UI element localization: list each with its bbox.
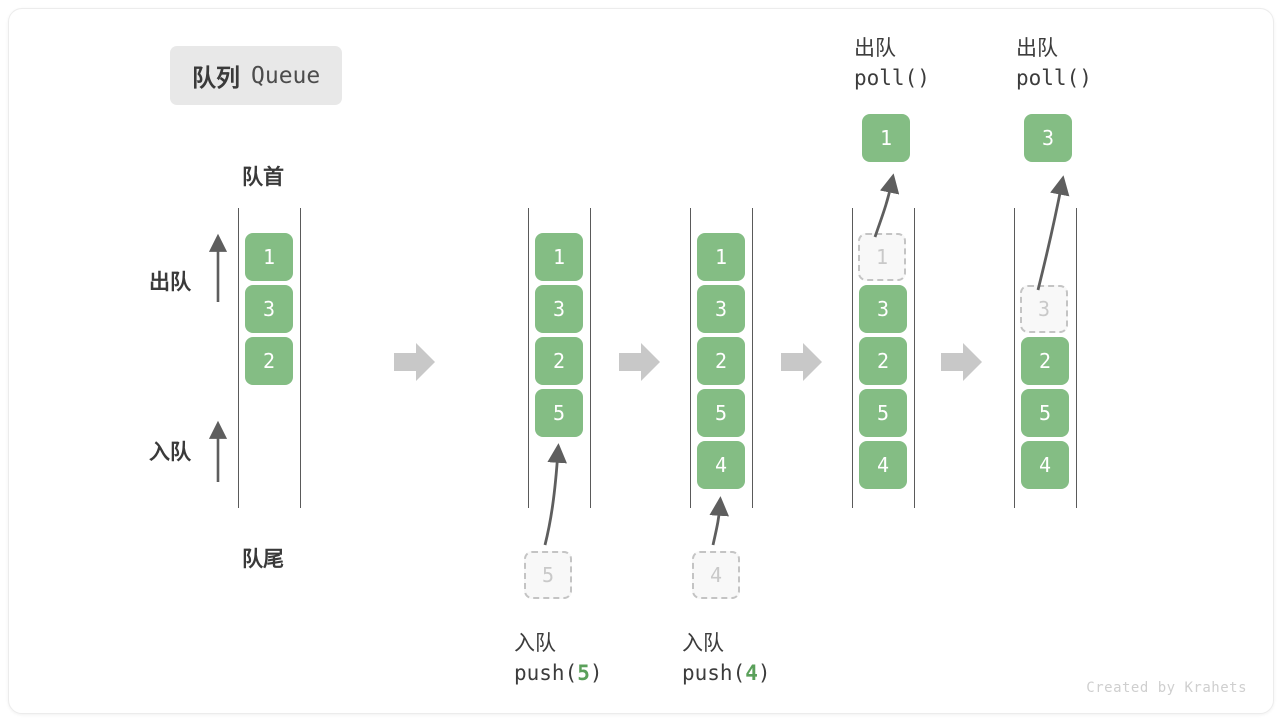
queue-item: 2 — [245, 337, 293, 385]
push-code-arg: 5 — [577, 661, 590, 685]
flow-arrow — [941, 343, 982, 381]
queue-item-removed: 1 — [858, 233, 906, 281]
arrows-overlay — [208, 173, 1070, 546]
poll-label-cn-2: 出队 — [1016, 37, 1058, 60]
poll-arrow-3 — [1036, 175, 1070, 291]
diagram-card: 队列 Queue 队首 队尾 出队 入队 1 3 2 1 3 2 5 5 入队 … — [8, 8, 1274, 714]
queue-item: 3 — [697, 285, 745, 333]
push-code-suffix: ) — [757, 661, 771, 685]
dequeue-side-label: 出队 — [149, 271, 191, 294]
queue-item: 2 — [697, 337, 745, 385]
poll-arrow-1 — [873, 173, 900, 238]
queue-item: 2 — [535, 337, 583, 385]
enqueue-side-label: 入队 — [149, 441, 191, 464]
queue-item: 1 — [535, 233, 583, 281]
popped-value-box: 3 — [1024, 114, 1072, 162]
queue-item: 5 — [697, 389, 745, 437]
queue-rail-left-4 — [852, 208, 853, 508]
queue-item: 3 — [245, 285, 293, 333]
popped-value-box: 1 — [862, 114, 910, 162]
push-label-code-2: push(4) — [682, 661, 771, 685]
queue-item: 3 — [859, 285, 907, 333]
poll-label-code-1: poll() — [854, 66, 930, 90]
queue-item: 2 — [1021, 337, 1069, 385]
queue-rail-left-1 — [238, 208, 239, 508]
push-arrow-4 — [709, 496, 729, 546]
push-code-suffix: ) — [589, 661, 603, 685]
queue-rail-left-2 — [528, 208, 529, 508]
push-arrow-5 — [543, 443, 567, 546]
queue-rail-left-5 — [1014, 208, 1015, 508]
queue-rail-right-3 — [752, 208, 753, 508]
queue-item: 5 — [859, 389, 907, 437]
incoming-ghost-box: 4 — [692, 551, 740, 599]
queue-rail-right-2 — [590, 208, 591, 508]
flow-arrow — [394, 343, 435, 381]
title-cn: 队列 — [192, 65, 240, 92]
push-code-arg: 4 — [745, 661, 758, 685]
queue-head-label: 队首 — [242, 166, 284, 189]
queue-item: 2 — [859, 337, 907, 385]
title-en: Queue — [251, 62, 321, 89]
flow-arrow — [781, 343, 822, 381]
diagram-stage: 队列 Queue 队首 队尾 出队 入队 1 3 2 1 3 2 5 5 入队 … — [9, 9, 1273, 713]
push-code-prefix: push( — [682, 661, 746, 685]
queue-tail-label: 队尾 — [242, 548, 284, 571]
push-label-cn-2: 入队 — [682, 632, 724, 655]
queue-item-removed: 3 — [1020, 285, 1068, 333]
push-label-code-1: push(5) — [514, 661, 603, 685]
incoming-ghost-box: 5 — [524, 551, 572, 599]
poll-label-code-2: poll() — [1016, 66, 1092, 90]
queue-item: 5 — [535, 389, 583, 437]
title-badge: 队列 Queue — [170, 46, 343, 105]
queue-item: 4 — [859, 441, 907, 489]
flow-arrow — [619, 343, 660, 381]
queue-item: 4 — [1021, 441, 1069, 489]
queue-item: 1 — [245, 233, 293, 281]
push-label-cn-1: 入队 — [514, 632, 556, 655]
queue-rail-right-4 — [914, 208, 915, 508]
poll-label-cn-1: 出队 — [854, 37, 896, 60]
queue-item: 5 — [1021, 389, 1069, 437]
queue-rail-right-5 — [1076, 208, 1077, 508]
queue-item: 4 — [697, 441, 745, 489]
credit-text: Created by Krahets — [1086, 680, 1247, 696]
queue-item: 1 — [697, 233, 745, 281]
queue-rail-left-3 — [690, 208, 691, 508]
queue-item: 3 — [535, 285, 583, 333]
push-code-prefix: push( — [514, 661, 578, 685]
queue-rail-right-1 — [300, 208, 301, 508]
